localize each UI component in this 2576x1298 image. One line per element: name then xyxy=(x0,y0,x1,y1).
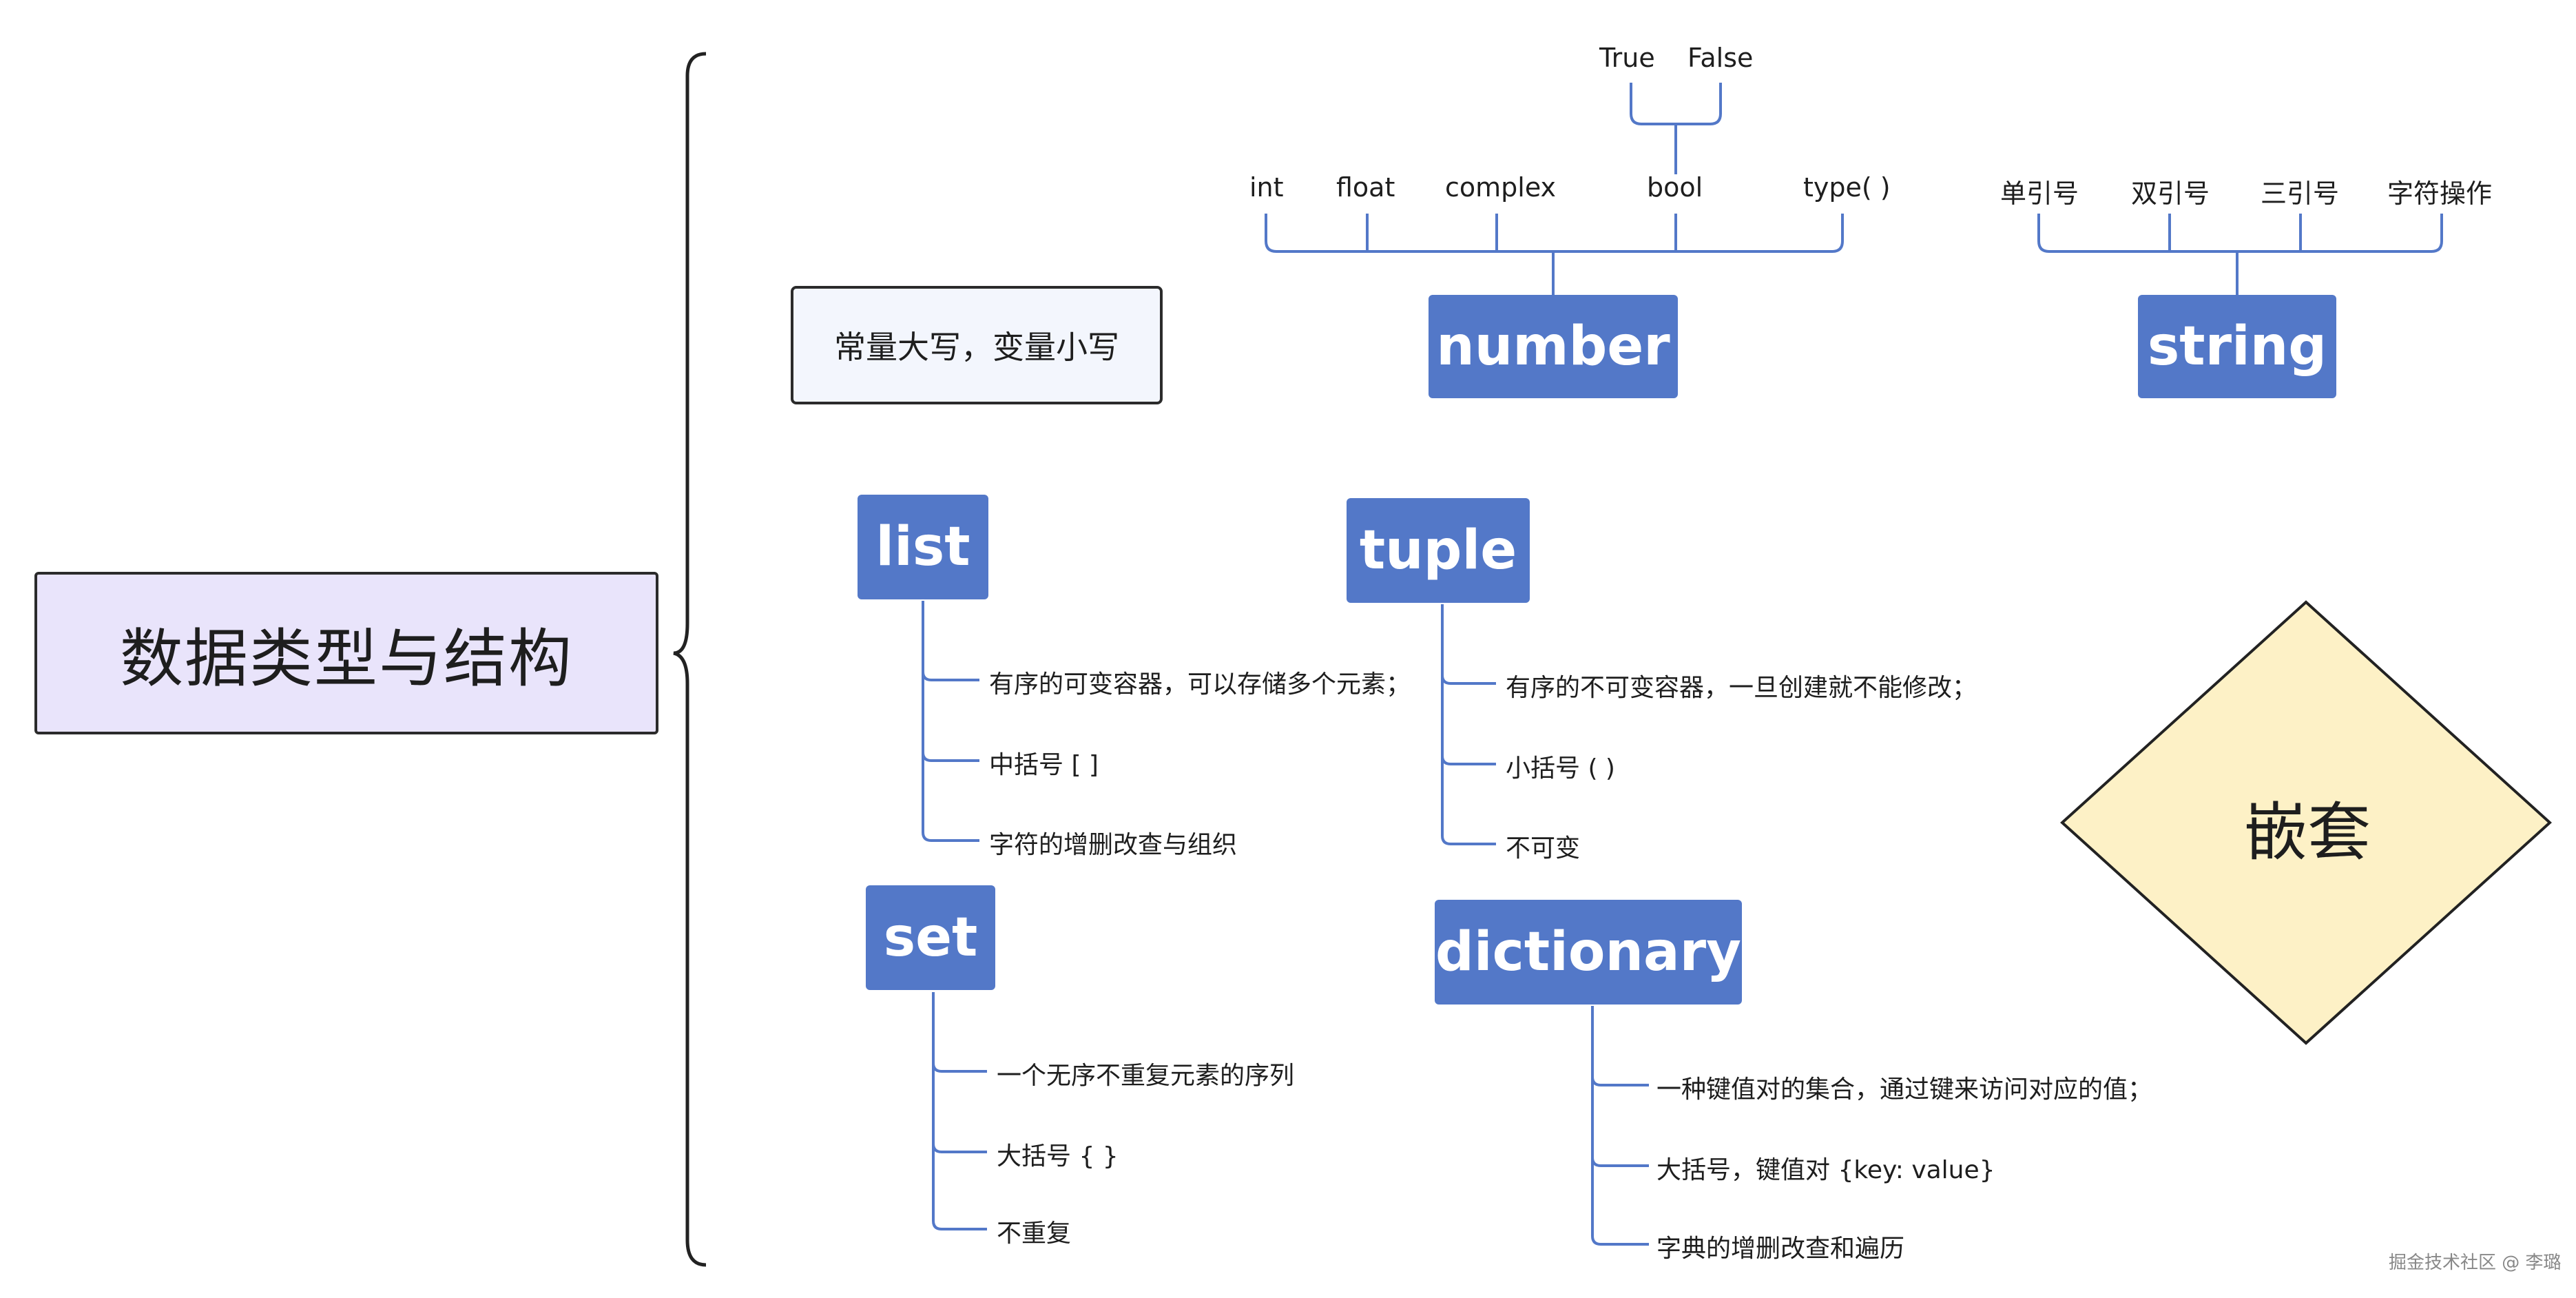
topic-dictionary[interactable]: dictionary xyxy=(1435,900,1742,1005)
naming-note[interactable]: 常量大写，变量小写 xyxy=(791,286,1163,404)
nested-diamond-label: 嵌套 xyxy=(2243,795,2371,869)
number-child-type[interactable]: type( ) xyxy=(1803,172,1891,203)
number-child-float[interactable]: float xyxy=(1336,172,1395,203)
string-child-double-quote[interactable]: 双引号 xyxy=(2131,178,2210,209)
list-item[interactable]: 字符的增删改查与组织 xyxy=(989,831,1238,859)
tuple-item[interactable]: 不可变 xyxy=(1506,834,1581,863)
dictionary-item[interactable]: 大括号，键值对 {key: value} xyxy=(1656,1156,1995,1184)
topic-dictionary-label: dictionary xyxy=(1435,921,1741,983)
string-child-single-quote[interactable]: 单引号 xyxy=(2000,178,2079,209)
dictionary-item[interactable]: 字典的增删改查和遍历 xyxy=(1656,1235,1905,1263)
topic-set-label: set xyxy=(883,907,978,969)
topic-set[interactable]: set xyxy=(866,885,995,990)
topic-tuple[interactable]: tuple xyxy=(1347,498,1530,603)
number-child-complex[interactable]: complex xyxy=(1445,172,1557,203)
root-topic-label: 数据类型与结构 xyxy=(119,621,573,696)
list-item[interactable]: 有序的可变容器，可以存储多个元素； xyxy=(989,670,1411,699)
topic-string[interactable]: string xyxy=(2138,295,2336,398)
set-item[interactable]: 一个无序不重复元素的序列 xyxy=(997,1062,1295,1090)
dictionary-item[interactable]: 一种键值对的集合，通过键来访问对应的值； xyxy=(1656,1075,2153,1104)
bool-child-false[interactable]: False xyxy=(1687,43,1754,73)
set-item[interactable]: 不重复 xyxy=(997,1219,1072,1248)
topic-list-label: list xyxy=(875,516,970,578)
tuple-item[interactable]: 有序的不可变容器，一旦创建就不能修改； xyxy=(1506,674,1977,702)
naming-note-label: 常量大写，变量小写 xyxy=(834,329,1119,366)
set-connectors xyxy=(932,992,987,1230)
bool-child-true[interactable]: True xyxy=(1599,43,1655,73)
string-child-triple-quote[interactable]: 三引号 xyxy=(2261,178,2340,209)
number-child-int[interactable]: int xyxy=(1249,172,1284,203)
set-item[interactable]: 大括号 { } xyxy=(997,1142,1119,1171)
root-brace xyxy=(673,52,707,1267)
number-connectors xyxy=(1265,83,1844,295)
string-child-string-ops[interactable]: 字符操作 xyxy=(2387,178,2493,209)
list-item[interactable]: 中括号 [ ] xyxy=(989,751,1099,779)
topic-number-label: number xyxy=(1436,316,1670,378)
tuple-connectors xyxy=(1441,604,1496,845)
string-connectors xyxy=(2037,214,2443,295)
nested-diamond-shape xyxy=(2060,600,2552,1045)
dictionary-connectors xyxy=(1591,1006,1649,1246)
number-child-bool[interactable]: bool xyxy=(1647,172,1703,203)
watermark: 掘金技术社区 @ 李璐 xyxy=(2389,1253,2562,1273)
topic-list[interactable]: list xyxy=(858,495,988,599)
topic-number[interactable]: number xyxy=(1429,295,1678,398)
topic-string-label: string xyxy=(2147,316,2327,378)
list-connectors xyxy=(922,601,979,842)
topic-tuple-label: tuple xyxy=(1359,519,1517,581)
nested-diamond[interactable]: 嵌套 xyxy=(2204,779,2411,875)
tuple-item[interactable]: 小括号 ( ) xyxy=(1506,754,1615,783)
root-topic[interactable]: 数据类型与结构 xyxy=(34,572,658,734)
